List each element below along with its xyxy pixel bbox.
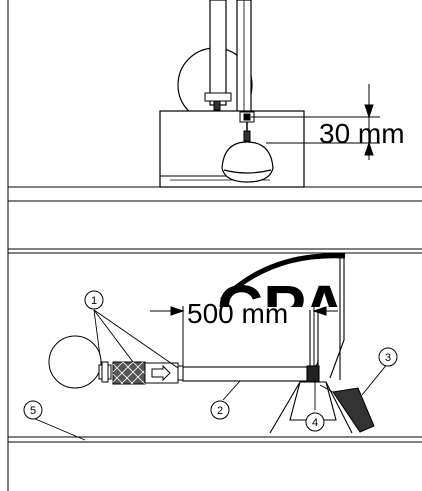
svg-text:1: 1 xyxy=(91,295,97,307)
svg-text:4: 4 xyxy=(312,417,318,429)
callout-5: 5 xyxy=(23,400,43,420)
logo-arc xyxy=(220,253,346,302)
dimension-label-500mm: 500 mm xyxy=(187,298,288,329)
dim-30mm xyxy=(251,84,380,160)
riser-pipes xyxy=(309,253,345,380)
svg-text:5: 5 xyxy=(30,405,36,417)
strainer-assembly xyxy=(48,335,184,389)
dimension-label-30mm: 30 mm xyxy=(319,118,405,149)
callout-1: 1 xyxy=(84,290,104,310)
callout-4: 4 xyxy=(305,412,325,432)
float-bowl xyxy=(221,141,274,183)
callout-leaders xyxy=(32,309,389,441)
flow-arrow-icon xyxy=(151,364,171,382)
dim-500mm xyxy=(150,306,338,368)
callout-2: 2 xyxy=(210,400,230,420)
stand-tripod xyxy=(269,365,353,434)
svg-text:3: 3 xyxy=(385,352,391,364)
svg-text:2: 2 xyxy=(217,405,223,417)
upper-panel: 30 mm xyxy=(159,0,405,188)
pump-disk-lower xyxy=(48,335,102,389)
float-switch xyxy=(319,384,375,433)
callout-3: 3 xyxy=(378,347,398,367)
horizontal-pipe xyxy=(182,359,319,383)
pipe-clamp xyxy=(204,92,232,111)
lower-panel: CPA xyxy=(23,253,398,441)
